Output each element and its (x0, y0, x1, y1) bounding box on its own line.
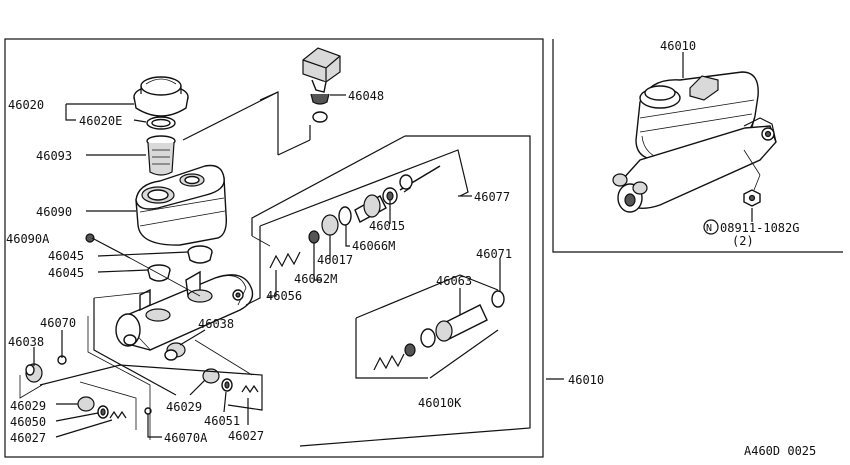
piston-primary-rod (269, 165, 441, 269)
spring-46027-left (109, 410, 127, 420)
callout-46017: 46017 (317, 253, 353, 267)
callout-46038-right: 46038 (198, 317, 234, 331)
callout-46063: 46063 (436, 274, 472, 288)
callout-46029-right: 46029 (166, 400, 202, 414)
cap-seal (146, 116, 176, 130)
callout-46010-inset: 46010 (660, 39, 696, 53)
callout-46029-left: 46029 (10, 399, 46, 413)
callout-46045-lower: 46045 (48, 266, 84, 280)
callout-46090a: 46090A (6, 232, 50, 246)
callout-46056: 46056 (266, 289, 302, 303)
small-screw-46090a (85, 233, 95, 243)
callout-46027-right: 46027 (228, 429, 264, 443)
fitting-46038-right (164, 342, 186, 361)
reservoir-strainer (146, 135, 176, 176)
callout-46093: 46093 (36, 149, 72, 163)
leader-lines (19, 91, 564, 447)
grommet-lower (147, 264, 171, 282)
callout-46045-upper: 46045 (48, 249, 84, 263)
callout-quantity: (2) (732, 234, 754, 248)
callout-46048: 46048 (348, 89, 384, 103)
reservoir-cap (133, 76, 189, 117)
callout-46051: 46051 (204, 414, 240, 428)
callout-46020e: 46020E (79, 114, 122, 128)
callout-46070: 46070 (40, 316, 76, 330)
callout-46077: 46077 (474, 190, 510, 204)
callout-46010k: 46010K (418, 396, 462, 410)
callout-46066m: 46066M (352, 239, 395, 253)
callout-46010-main: 46010 (568, 373, 604, 387)
level-sensor (302, 47, 341, 123)
callout-46050: 46050 (10, 415, 46, 429)
callout-46090: 46090 (36, 205, 72, 219)
callout-46062m: 46062M (294, 272, 337, 286)
fitting-46038-left (25, 363, 43, 383)
washer-46051 (221, 378, 233, 392)
reservoir-tank (135, 164, 228, 246)
washer-46050 (97, 405, 109, 419)
piston-secondary (373, 290, 505, 371)
main-frame (4, 38, 544, 458)
inset-master-cylinder (612, 52, 777, 222)
callout-46015: 46015 (369, 219, 405, 233)
callout-08911-1082g: 08911-1082G (720, 221, 799, 235)
callout-46020: 46020 (8, 98, 44, 112)
callout-46027-left: 46027 (10, 431, 46, 445)
master-cylinder-body (115, 270, 254, 351)
n-symbol-letter: N (706, 223, 712, 234)
n-circle-icon (703, 219, 719, 235)
drawing-code: A460D 0025 (744, 444, 816, 458)
inset-frame (552, 39, 843, 253)
valve-46029-left (77, 396, 95, 412)
callout-46038-left: 46038 (8, 335, 44, 349)
callout-46070a: 46070A (164, 431, 208, 445)
grommet-upper (187, 245, 213, 264)
spring-46027-right (241, 384, 259, 394)
valve-46029-right (202, 368, 220, 384)
callout-46071: 46071 (476, 247, 512, 261)
